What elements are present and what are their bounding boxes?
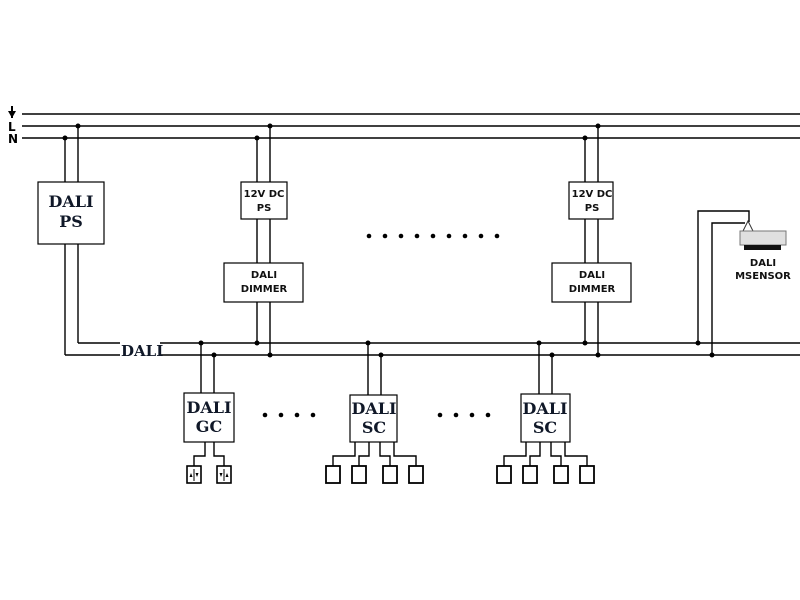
dimmer-box: [223, 262, 304, 303]
ellipsis-dot: [310, 412, 316, 418]
psu-label-1: 12V DC: [244, 189, 285, 200]
dimmer-box: [551, 262, 632, 303]
ellipsis-dot: [430, 233, 436, 239]
psu-label-2: PS: [257, 203, 272, 214]
ellipsis-dot: [462, 233, 468, 239]
up-down-button-icon[interactable]: [186, 465, 202, 484]
down-up-button-icon[interactable]: [216, 465, 232, 484]
dali-power-supply: DALI PS: [37, 123, 105, 355]
ellipsis-dot: [382, 233, 388, 239]
group-controller: DALI GC: [183, 340, 235, 484]
ellipsis-top: [366, 233, 500, 239]
ellipsis-dot: [398, 233, 404, 239]
scene-button-icon[interactable]: [351, 465, 367, 484]
dali-bus-label: DALI: [121, 342, 163, 360]
power-rails: L N: [8, 106, 800, 146]
scene-button-icon[interactable]: [522, 465, 538, 484]
dali-ps-label-2: PS: [59, 212, 83, 231]
sc-label-1: DALI: [351, 399, 396, 418]
dali-motion-sensor: DALI MSENSOR: [695, 210, 791, 358]
sensor-label-1: DALI: [750, 258, 776, 269]
scene-controller-2: DALI SC: [496, 340, 595, 484]
ellipsis-dot: [437, 412, 443, 418]
ellipsis-dot: [414, 233, 420, 239]
ellipsis-bottom-2: [437, 412, 491, 418]
dimmer-label-2: DIMMER: [241, 284, 288, 295]
dimmer-branch-1: 12V DC PS DALI DIMMER: [223, 123, 304, 358]
sensor-label-2: MSENSOR: [735, 271, 791, 282]
sensor-body-icon: [739, 230, 787, 246]
psu-label-1: 12V DC: [572, 189, 613, 200]
scene-button-icon[interactable]: [496, 465, 512, 484]
ellipsis-dot: [453, 412, 459, 418]
ellipsis-dot: [294, 412, 300, 418]
sc-label-2: SC: [533, 418, 557, 437]
gc-label-1: DALI: [186, 398, 231, 417]
ellipsis-dot: [478, 233, 484, 239]
gc-label-2: GC: [196, 417, 222, 436]
ellipsis-dot: [485, 412, 491, 418]
scene-button-icon[interactable]: [382, 465, 398, 484]
psu-label-2: PS: [585, 203, 600, 214]
dimmer-label-1: DALI: [251, 270, 277, 281]
dali-bus: DALI: [65, 342, 800, 360]
scene-button-icon[interactable]: [579, 465, 595, 484]
sc-label-2: SC: [362, 418, 386, 437]
ellipsis-bottom-1: [262, 412, 316, 418]
ground-arrow-icon: [8, 106, 16, 118]
neutral-rail-label: N: [8, 132, 18, 146]
psu-12v-box: [568, 181, 614, 220]
line-rail-label: L: [8, 120, 16, 134]
dimmer-branch-2: 12V DC PS DALI DIMMER: [551, 123, 632, 358]
dimmer-label-2: DIMMER: [569, 284, 616, 295]
ellipsis-dot: [366, 233, 372, 239]
ellipsis-dot: [494, 233, 500, 239]
sensor-lens-icon: [744, 245, 781, 250]
scene-button-icon[interactable]: [408, 465, 424, 484]
scene-button-icon[interactable]: [553, 465, 569, 484]
dimmer-label-1: DALI: [579, 270, 605, 281]
ellipsis-dot: [469, 412, 475, 418]
psu-12v-box: [240, 181, 288, 220]
sc-label-1: DALI: [522, 399, 567, 418]
scene-controller-1: DALI SC: [325, 340, 424, 484]
ellipsis-dot: [262, 412, 268, 418]
ellipsis-dot: [446, 233, 452, 239]
dali-ps-label-1: DALI: [48, 192, 93, 211]
ellipsis-dot: [278, 412, 284, 418]
scene-button-icon[interactable]: [325, 465, 341, 484]
